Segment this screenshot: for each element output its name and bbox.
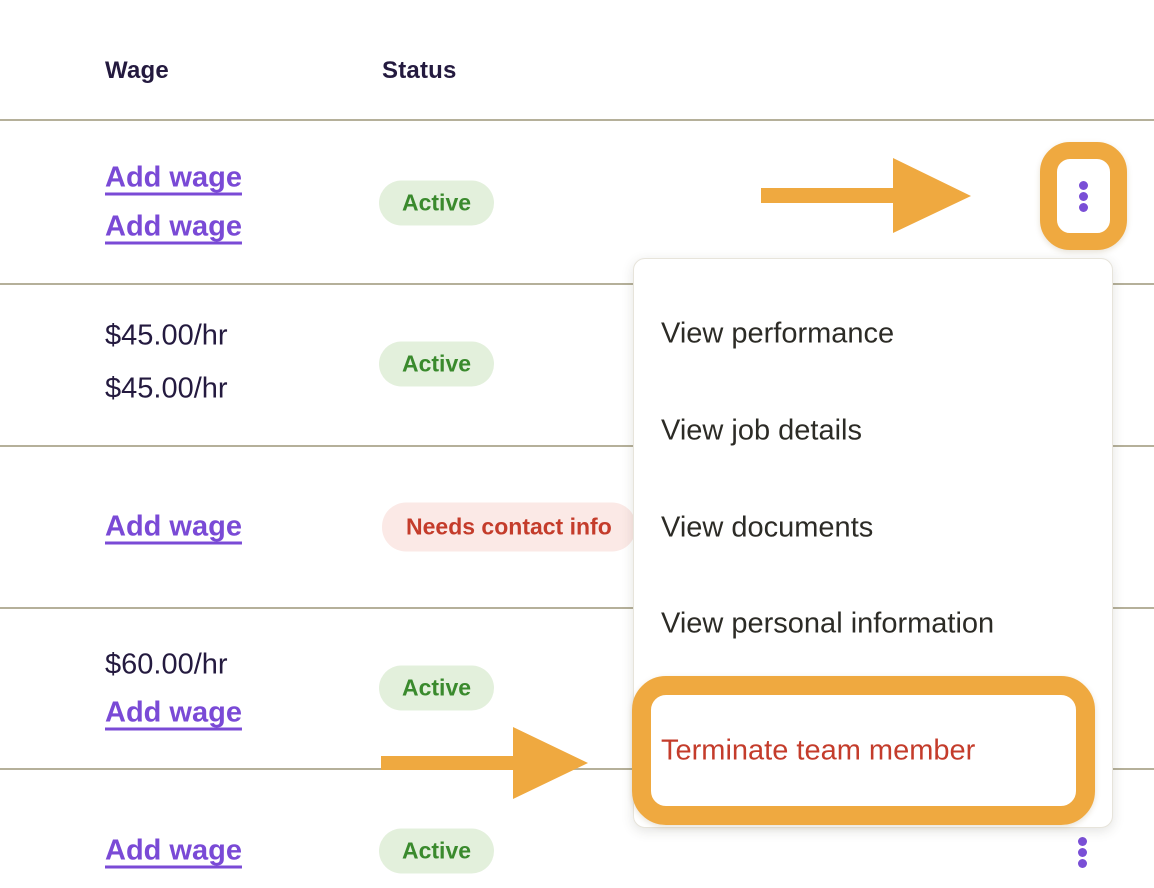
menu-item-view-documents[interactable]: View documents — [661, 511, 874, 544]
menu-item-view-job-details[interactable]: View job details — [661, 414, 862, 447]
annotation-highlight-kebab — [1040, 142, 1127, 250]
add-wage-link[interactable]: Add wage — [105, 834, 242, 867]
kebab-menu-icon[interactable] — [1078, 837, 1087, 868]
kebab-dot — [1079, 180, 1088, 190]
menu-item-view-personal-information[interactable]: View personal information — [661, 607, 995, 640]
wage-value: $45.00/hr — [105, 372, 228, 405]
wage-value: $45.00/hr — [105, 319, 228, 352]
menu-item-view-performance[interactable]: View performance — [661, 317, 895, 350]
arrow-to-kebab-icon — [761, 158, 971, 233]
kebab-dot — [1078, 848, 1087, 857]
status-badge: Active — [379, 665, 495, 711]
status-badge: Active — [379, 828, 495, 874]
add-wage-link[interactable]: Add wage — [105, 161, 242, 194]
menu-item-terminate-team-member[interactable]: Terminate team member — [661, 734, 976, 767]
annotation-highlight-terminate — [632, 676, 1095, 825]
row-context-menu: View performance View job details View d… — [633, 258, 1113, 828]
column-header-wage: Wage — [105, 57, 169, 84]
status-badge: Needs contact info — [382, 502, 636, 552]
kebab-dot — [1079, 202, 1088, 212]
column-header-status: Status — [382, 57, 457, 84]
kebab-dot — [1078, 859, 1087, 868]
arrow-to-terminate-icon — [381, 727, 588, 799]
add-wage-link[interactable]: Add wage — [105, 510, 242, 543]
add-wage-link[interactable]: Add wage — [105, 210, 242, 243]
wage-value: $60.00/hr — [105, 648, 228, 681]
status-badge: Active — [379, 180, 495, 226]
kebab-dot — [1079, 191, 1088, 201]
add-wage-link[interactable]: Add wage — [105, 696, 242, 729]
status-badge: Active — [379, 341, 495, 387]
row-divider — [0, 445, 1154, 447]
kebab-menu-icon[interactable] — [1079, 180, 1088, 212]
row-divider — [0, 119, 1154, 121]
row-divider — [0, 607, 1154, 609]
kebab-dot — [1078, 837, 1087, 846]
row-divider — [0, 283, 1154, 285]
